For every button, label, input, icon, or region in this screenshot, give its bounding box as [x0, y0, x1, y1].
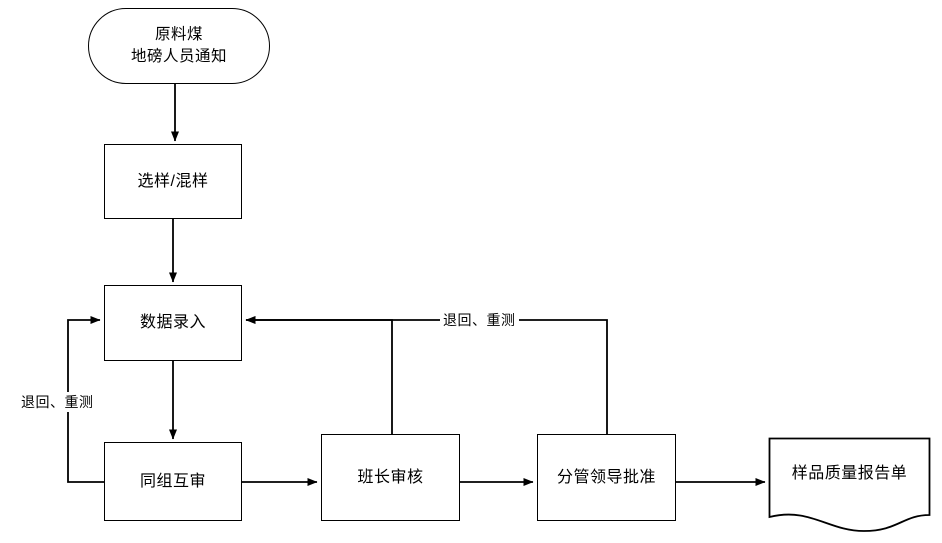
node-data-entry[interactable]: 数据录入: [104, 285, 242, 361]
node-report[interactable]: 样品质量报告单: [768, 437, 931, 533]
edge-return-leader-review-to-data-entry: [245, 316, 393, 434]
document-shape-icon: [768, 437, 931, 532]
edge-label-return-top: 退回、重测: [440, 310, 519, 330]
node-start-label: 原料煤 地磅人员通知: [130, 25, 227, 65]
node-peer-review[interactable]: 同组互审: [104, 442, 242, 521]
node-manager-approval[interactable]: 分管领导批准: [537, 434, 676, 521]
node-data-entry-label: 数据录入: [139, 314, 206, 332]
edge-label-return-left-text: 退回、重测: [21, 394, 94, 410]
node-peer-review-label: 同组互审: [139, 472, 206, 490]
node-start[interactable]: 原料煤 地磅人员通知: [88, 8, 270, 84]
edge-label-return-left: 退回、重测: [18, 392, 97, 412]
edge-return-manager-approval-to-data-entry: [245, 316, 608, 434]
node-leader-review[interactable]: 班长审核: [321, 434, 460, 521]
node-sampling-label: 选样/混样: [137, 172, 209, 190]
node-sampling[interactable]: 选样/混样: [104, 144, 242, 219]
edge-label-return-top-text: 退回、重测: [443, 312, 516, 328]
node-leader-review-label: 班长审核: [357, 468, 424, 486]
node-report-label: 样品质量报告单: [791, 465, 908, 483]
node-manager-approval-label: 分管领导批准: [556, 468, 656, 486]
